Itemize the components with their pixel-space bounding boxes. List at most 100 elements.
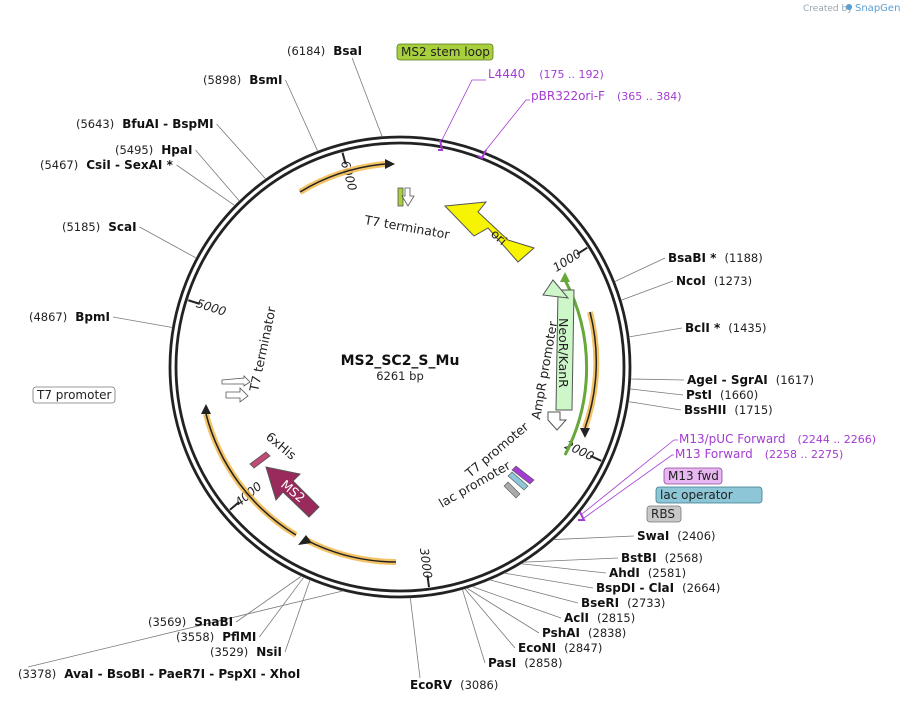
- site-bseri: BseRI(2733): [581, 596, 665, 610]
- tick-mark: [426, 575, 430, 588]
- t7-promoter-box-label: T7 promoter: [36, 388, 112, 402]
- orf-arc-bottom: [304, 537, 397, 565]
- primer-marker-m13: [578, 511, 586, 521]
- site-leader-line: [553, 535, 635, 540]
- 6xhis-marker: [249, 451, 271, 469]
- backbone-outer-ring: [168, 135, 632, 599]
- lac-operator-label: lac operator: [660, 488, 733, 502]
- lac-operator-box: [655, 486, 763, 504]
- site-leader-line: [195, 149, 240, 202]
- site-leader-line: [351, 57, 383, 137]
- site-econi: EcoNI(2847): [518, 641, 602, 655]
- site-agei: AgeI - SgrAI(1617): [687, 373, 814, 387]
- t7-terminator-left-marker: [221, 375, 251, 387]
- site-acli: AclI(2815): [564, 611, 635, 625]
- site-leader-line: [629, 388, 684, 396]
- primer-pbr322ori: pBR322ori-F(365 .. 384): [531, 89, 682, 103]
- site-leader-line: [504, 572, 594, 589]
- site-bsai: (6184)BsaI: [287, 44, 362, 58]
- tick-mark: [341, 152, 347, 165]
- site-leader-line: [466, 587, 540, 634]
- site-bcli: BclI *(1435): [685, 321, 767, 335]
- site-leader-line: [112, 316, 173, 328]
- m13-fwd-box: [663, 467, 723, 485]
- tick-mark: [187, 299, 201, 305]
- site-leader-line: [620, 280, 674, 301]
- site-pflmi: (3558)PflMI: [176, 630, 256, 644]
- t7-terminator-left-label: T7 terminator: [246, 305, 279, 394]
- promoter-cluster: [503, 465, 535, 499]
- site-leader-line: [409, 597, 421, 679]
- site-leader-line: [235, 575, 302, 623]
- site-leader-line: [614, 257, 666, 282]
- site-psti: PstI(1660): [686, 388, 758, 402]
- site-csii: (5467)CsiI - SexAI *: [40, 158, 174, 172]
- ms2-stem-loop-box: [396, 43, 494, 61]
- orf-arrowheads: [201, 159, 590, 545]
- rbs-label: RBS: [651, 507, 675, 521]
- snapgene-logo-icon: [846, 4, 852, 10]
- site-leader-line: [216, 123, 267, 180]
- ampr-promoter-label: AmpR promoter: [528, 319, 560, 420]
- site-pasi: PasI(2858): [488, 656, 562, 670]
- site-bspdi: BspDI - ClaI(2664): [596, 581, 720, 595]
- restriction-site-labels: (6184)BsaI (5898)BsmI (5643)BfuAI - BspM…: [18, 44, 814, 692]
- tick-mark: [229, 501, 240, 511]
- t7-promoter-left-marker: [225, 387, 249, 403]
- site-leader-line: [628, 327, 683, 338]
- backbone-inner-ring: [174, 141, 626, 593]
- site-bsmi: (5898)BsmI: [203, 73, 283, 87]
- site-hpai: (5495)HpaI: [115, 143, 192, 157]
- snapgene-logo-text: SnapGene: [855, 3, 901, 14]
- tick-mark: [589, 454, 602, 462]
- site-leader-line: [630, 378, 685, 381]
- site-leader-line: [489, 579, 579, 604]
- primer-marker-pbr322ori: [477, 149, 487, 160]
- credit-prefix: Created by: [803, 4, 853, 14]
- t7-promoter-box: [32, 386, 116, 404]
- site-ncoi: NcoI(1273): [676, 274, 752, 288]
- neor-arrow-head: [542, 279, 570, 299]
- site-leader-line: [471, 586, 562, 619]
- ampr-promoter-arrow: [547, 411, 568, 431]
- site-leader-line: [284, 579, 311, 653]
- site-ecorv: EcoRV(3086): [410, 678, 498, 692]
- site-leader-line: [176, 164, 236, 206]
- primer-markers: [438, 139, 586, 521]
- neor-orf-line: [563, 279, 589, 456]
- plasmid-length: 6261 bp: [376, 369, 424, 383]
- site-leader-line: [523, 557, 619, 563]
- tick-label: 3000: [417, 547, 435, 579]
- neor-label: NeoR/KanR: [556, 318, 571, 388]
- tick-label: 1000: [550, 246, 584, 274]
- site-bsabi: BsaBI *(1188): [668, 251, 763, 265]
- primer-marker-l4440: [438, 139, 444, 151]
- m13-fwd-label: M13 fwd: [668, 469, 719, 483]
- primer-m13-forward: M13 Forward(2258 .. 2275): [675, 447, 843, 461]
- ori-arrow: [443, 201, 536, 263]
- ms2-stem-loop-label: MS2 stem loop: [401, 45, 490, 59]
- ms2-arrow: [265, 466, 320, 518]
- site-leader-line: [285, 79, 319, 152]
- rbs-box: [646, 505, 682, 523]
- site-leader-line: [464, 588, 516, 649]
- site-swai: SwaI(2406): [637, 529, 716, 543]
- site-bsshii: BssHII(1715): [684, 403, 773, 417]
- t7-terminator-top-label: T7 terminator: [362, 212, 451, 242]
- site-leaders: [27, 57, 685, 679]
- site-leader-line: [462, 589, 486, 664]
- site-bpmi: (4867)BpmI: [29, 310, 110, 324]
- site-bstbi: BstBI(2568): [621, 551, 703, 565]
- primer-l4440: L4440(175 .. 192): [488, 67, 604, 81]
- boxed-labels: MS2 stem loop M13 fwd lac operator RBS T…: [32, 43, 763, 523]
- primer-labels: L4440(175 .. 192) pBR322ori-F(365 .. 384…: [488, 67, 876, 461]
- primer-leaders: [441, 79, 678, 519]
- site-bfuai: (5643)BfuAI - BspMI: [76, 117, 214, 131]
- site-pshai: PshAI(2838): [542, 626, 626, 640]
- site-ahdi: AhdI(2581): [609, 566, 686, 580]
- neor-orf-arrowhead: [560, 272, 570, 282]
- t7-terminator-top-marker: [401, 187, 415, 207]
- orf-arc-cores: [205, 163, 598, 563]
- site-leader-line: [27, 590, 344, 668]
- site-scai: (5185)ScaI: [62, 220, 137, 234]
